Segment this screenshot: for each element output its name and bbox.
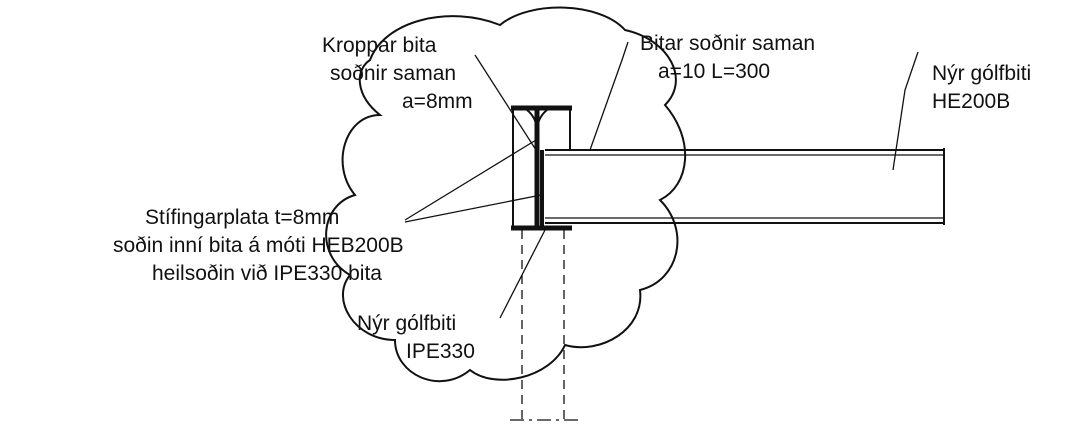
leader-stif-1 <box>404 139 537 221</box>
leader-stif-2 <box>404 194 542 223</box>
ipe-top-fillet <box>526 109 548 133</box>
leader-nyr-ipe <box>499 229 546 319</box>
label-kroppar-line1: Kroppar bita <box>322 34 437 57</box>
label-bitar-line1: Bitar soðnir saman <box>640 32 815 55</box>
label-nyr-ipe-line1: Nýr gólfbiti <box>357 312 456 335</box>
leader-kroppar <box>474 54 537 151</box>
label-nyr-he-line2: HE200B <box>932 90 1010 113</box>
label-nyr-ipe-line2: IPE330 <box>406 340 475 363</box>
revision-cloud <box>325 6 686 383</box>
label-stif-line3: heilsoðin við IPE330 bita <box>152 262 382 285</box>
label-kroppar-line2: soðnir saman <box>330 62 456 85</box>
label-stif-line2: soðin inní bita á móti HEB200B <box>113 234 404 257</box>
label-kroppar-line3: a=8mm <box>402 90 473 113</box>
leader-bitar <box>589 41 629 151</box>
leader-nyr-he <box>892 51 919 171</box>
label-bitar-line2: a=10 L=300 <box>658 60 770 83</box>
label-nyr-he-line1: Nýr gólfbiti <box>932 62 1031 85</box>
label-stif-line1: Stífingarplata t=8mm <box>145 206 339 229</box>
